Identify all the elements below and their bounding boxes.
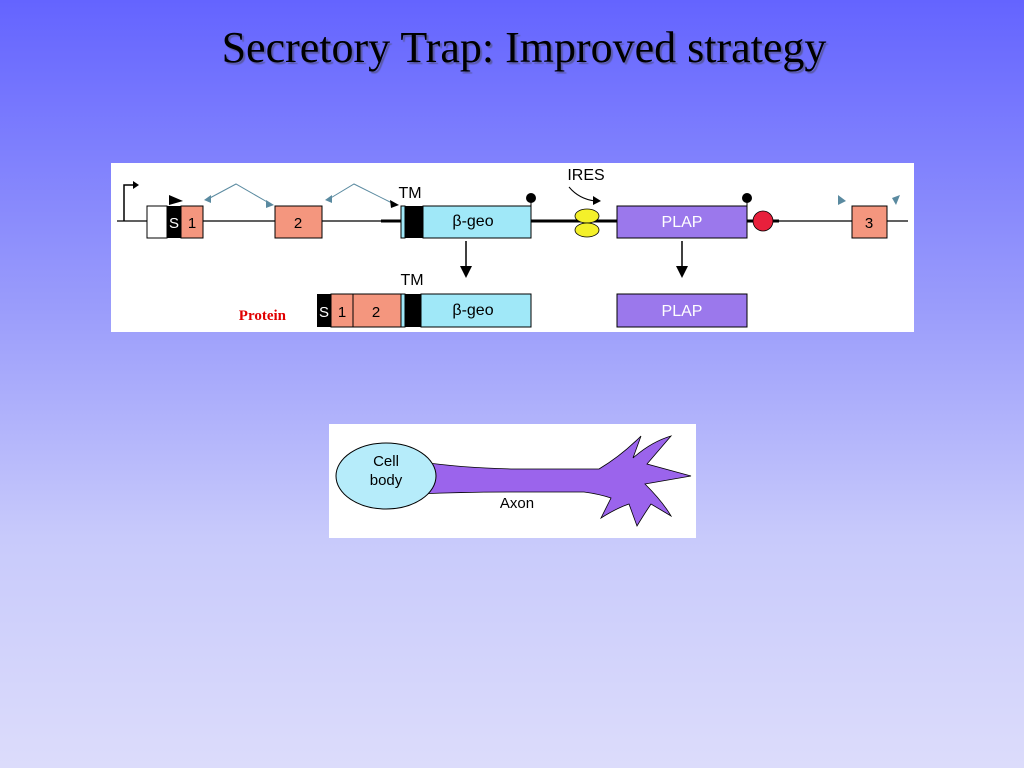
slide-title: Secretory Trap: Improved strategy: [221, 23, 827, 72]
polya-signal-dot-2: [742, 193, 752, 203]
exon-3-label: 3: [865, 215, 873, 232]
protein-tm-block: [405, 294, 421, 327]
exon-1-label: 1: [188, 215, 196, 232]
promoter-arrow-icon: [123, 184, 133, 221]
ires-element: [574, 208, 600, 238]
exon-noncoding: [146, 205, 168, 239]
ires-label: IRES: [567, 167, 604, 184]
neuron-diagram: Cell body Axon: [329, 424, 696, 538]
signal-label: S: [169, 215, 179, 232]
protein-exon-1-label: 1: [338, 304, 346, 321]
exon-1: [180, 205, 204, 239]
cell-body-label-line2: body: [370, 472, 403, 489]
exon-3: [851, 205, 888, 239]
protein-signal-label: S: [319, 304, 329, 321]
tm-label: TM: [398, 185, 421, 202]
protein-label: Protein: [239, 308, 287, 324]
plap-block: [616, 205, 748, 239]
beta-geo-block: [422, 205, 532, 239]
protein-plap-label: PLAP: [662, 303, 703, 320]
splice-arc-1: [207, 183, 270, 204]
signal-sequence-block: [167, 206, 181, 238]
protein-tm-label: TM: [400, 272, 423, 289]
cell-body-label-line1: Cell: [373, 453, 399, 470]
protein-plap-block: [616, 293, 748, 328]
beta-geo-label: β-geo: [452, 213, 493, 230]
protein-exon-2: [352, 293, 402, 328]
splice-arc-2: [328, 183, 393, 204]
polya-signal-dot-1: [526, 193, 536, 203]
protein-tm-light: [400, 293, 406, 328]
cell-body: [335, 442, 437, 510]
protein-exon-2-label: 2: [372, 304, 380, 321]
tm-block-light: [400, 205, 406, 239]
exon-2: [274, 205, 323, 239]
protein-beta-geo-label: β-geo: [452, 302, 493, 319]
plap-label: PLAP: [662, 214, 703, 231]
axon-label: Axon: [500, 495, 534, 512]
exon-2-label: 2: [294, 215, 302, 232]
axon-shape: [420, 435, 692, 527]
gene-trap-diagram: S 1 2 TM β-geo IRES: [111, 163, 914, 332]
protein-beta-geo-block: [420, 293, 532, 328]
protein-signal-block: [317, 294, 331, 327]
tm-block: [405, 206, 423, 238]
polya-signal-red: [752, 210, 774, 232]
